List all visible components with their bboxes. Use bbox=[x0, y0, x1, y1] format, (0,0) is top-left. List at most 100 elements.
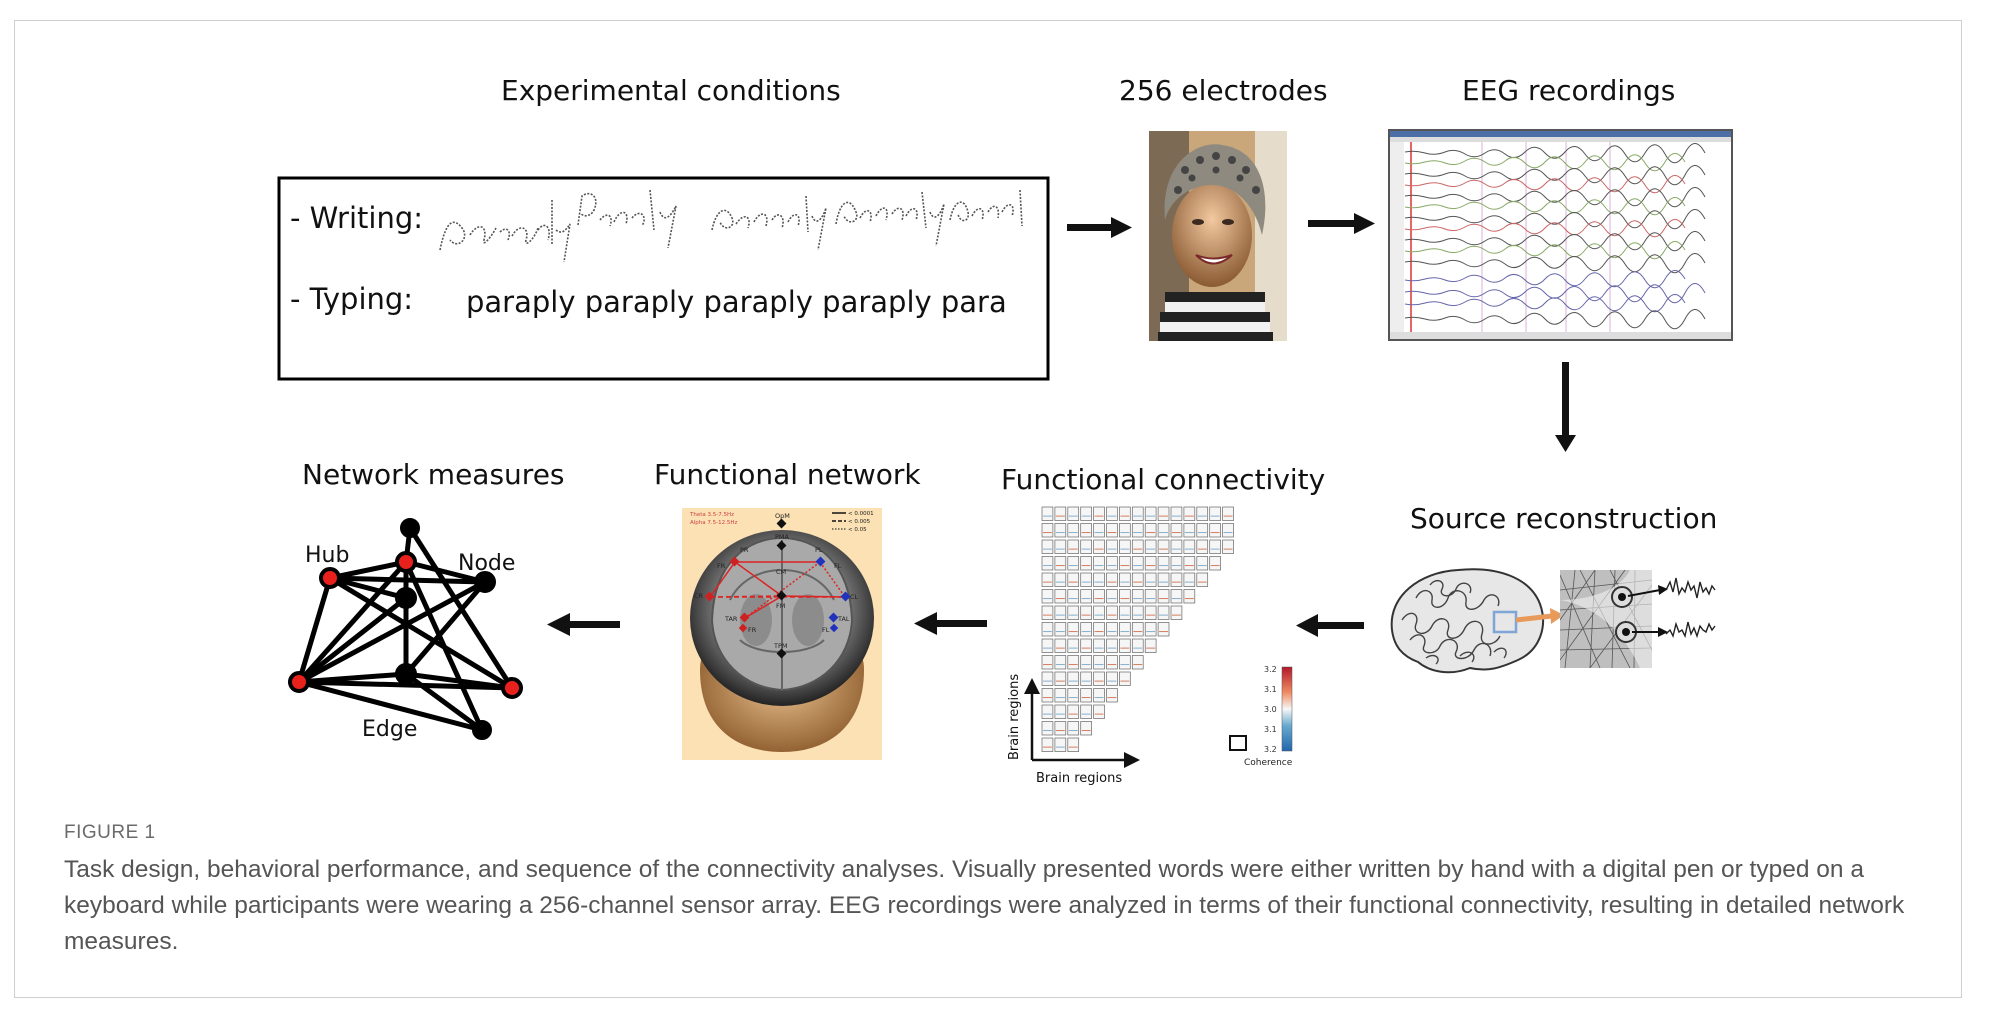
matrix-cell bbox=[1196, 506, 1209, 521]
matrix-cell bbox=[1183, 572, 1196, 587]
experimental-conditions-box: - Writing: - Typing: paraply paraply par… bbox=[277, 176, 1050, 381]
matrix-cell bbox=[1157, 556, 1170, 571]
colorbar-tick-5: 3.2 bbox=[1264, 745, 1277, 754]
matrix-cell bbox=[1067, 589, 1080, 604]
matrix-cell bbox=[1119, 622, 1131, 637]
matrix-cell bbox=[1093, 655, 1105, 670]
matrix-cell bbox=[1080, 556, 1092, 571]
network-nodes bbox=[704, 518, 851, 659]
matrix-cell bbox=[1041, 523, 1054, 538]
matrix-cell bbox=[1093, 539, 1105, 554]
arrow-conditions-to-electrodes bbox=[1067, 217, 1132, 238]
matrix-cell bbox=[1080, 539, 1092, 554]
matrix-cell bbox=[1054, 704, 1067, 719]
matrix-highlight-box bbox=[1229, 735, 1247, 751]
matrix-cell bbox=[1183, 539, 1196, 554]
matrix-cell bbox=[1119, 572, 1131, 587]
matrix-cell bbox=[1054, 589, 1067, 604]
matrix-cell bbox=[1119, 523, 1131, 538]
eeg-traces bbox=[1404, 143, 1706, 330]
colorbar-tick-2: 3.1 bbox=[1264, 685, 1277, 694]
matrix-cell bbox=[1054, 572, 1067, 587]
matrix-cell bbox=[1080, 721, 1092, 736]
matrix-cell bbox=[1041, 688, 1054, 703]
graph-hub-node bbox=[395, 551, 417, 573]
figure-label: FIGURE 1 bbox=[64, 822, 156, 843]
arrow-connectivity-to-network bbox=[914, 612, 987, 635]
matrix-cell bbox=[1054, 737, 1067, 752]
graph-node bbox=[472, 720, 492, 740]
eeg-recordings-title: EEG recordings bbox=[1462, 74, 1676, 107]
connectivity-x-axis-label: Brain regions bbox=[1036, 771, 1122, 786]
colorbar-label: Coherence bbox=[1244, 758, 1293, 768]
matrix-cell bbox=[1183, 589, 1196, 604]
matrix-cell bbox=[1119, 539, 1131, 554]
matrix-cell bbox=[1157, 605, 1170, 620]
matrix-cell bbox=[1222, 506, 1234, 521]
matrix-cell bbox=[1119, 671, 1131, 686]
matrix-cell bbox=[1131, 589, 1144, 604]
region-label: FM bbox=[776, 602, 785, 610]
matrix-cell bbox=[1119, 506, 1131, 521]
matrix-cell bbox=[1106, 589, 1118, 604]
matrix-cell bbox=[1093, 671, 1105, 686]
matrix-cell bbox=[1054, 523, 1067, 538]
matrix-cell bbox=[1054, 622, 1067, 637]
matrix-cell bbox=[1106, 655, 1118, 670]
graph-node bbox=[395, 663, 417, 685]
network-edges bbox=[709, 561, 846, 619]
figure-diagram: - Writing: - Typing: paraply paraply par… bbox=[277, 129, 1733, 786]
graph-hub-node bbox=[319, 567, 341, 589]
region-label: FR bbox=[717, 562, 726, 570]
matrix-cell bbox=[1054, 539, 1067, 554]
matrix-cell bbox=[1093, 704, 1105, 719]
matrix-cell bbox=[1157, 589, 1170, 604]
matrix-cell bbox=[1080, 622, 1092, 637]
connectivity-y-axis-label: Brain regions bbox=[1007, 674, 1022, 760]
matrix-cell bbox=[1041, 605, 1054, 620]
matrix-cell bbox=[1054, 721, 1067, 736]
matrix-cell bbox=[1131, 539, 1144, 554]
matrix-cell bbox=[1067, 506, 1080, 521]
region-label: OpM bbox=[775, 512, 790, 520]
matrix-cell bbox=[1041, 572, 1054, 587]
functional-network-title: Functional network bbox=[654, 458, 921, 491]
matrix-cell bbox=[1222, 539, 1234, 554]
matrix-cell bbox=[1157, 622, 1170, 637]
matrix-cell bbox=[1106, 556, 1118, 571]
matrix-cell bbox=[1080, 572, 1092, 587]
matrix-cell bbox=[1054, 556, 1067, 571]
matrix-cell bbox=[1131, 638, 1144, 653]
matrix-cell bbox=[1170, 556, 1183, 571]
matrix-cell bbox=[1093, 638, 1105, 653]
matrix-cell bbox=[1183, 523, 1196, 538]
graph-node bbox=[474, 571, 496, 593]
legend-p2: < 0.005 bbox=[848, 519, 871, 525]
matrix-cell bbox=[1144, 622, 1157, 637]
matrix-cell bbox=[1041, 671, 1054, 686]
matrix-cell bbox=[1041, 737, 1054, 752]
matrix-cell bbox=[1170, 589, 1183, 604]
matrix-cell bbox=[1157, 523, 1170, 538]
matrix-cell bbox=[1106, 539, 1118, 554]
matrix-cell bbox=[1080, 655, 1092, 670]
matrix-cell bbox=[1093, 523, 1105, 538]
writing-label: - Writing: bbox=[290, 201, 423, 235]
connectivity-matrix: Brain regions Brain regions 3.2 3.1 3.0 … bbox=[1007, 506, 1293, 786]
matrix-cell bbox=[1106, 523, 1118, 538]
matrix-cell bbox=[1131, 556, 1144, 571]
region-label: FL bbox=[822, 626, 830, 634]
arrows bbox=[547, 213, 1576, 637]
network-region-labels: OpM PMA PR PL FR FL CM FM CR CL TAR TAL … bbox=[694, 512, 859, 650]
matrix-cell bbox=[1093, 506, 1105, 521]
region-label: TAR bbox=[724, 615, 738, 623]
matrix-cell bbox=[1080, 688, 1092, 703]
region-label: CM bbox=[776, 568, 786, 576]
matrix-cell bbox=[1041, 655, 1054, 670]
matrix-cell bbox=[1144, 539, 1157, 554]
matrix-cell bbox=[1209, 539, 1221, 554]
matrix-cell bbox=[1054, 688, 1067, 703]
matrix-cell bbox=[1131, 506, 1144, 521]
matrix-cell bbox=[1067, 704, 1080, 719]
matrix-cell bbox=[1170, 523, 1183, 538]
